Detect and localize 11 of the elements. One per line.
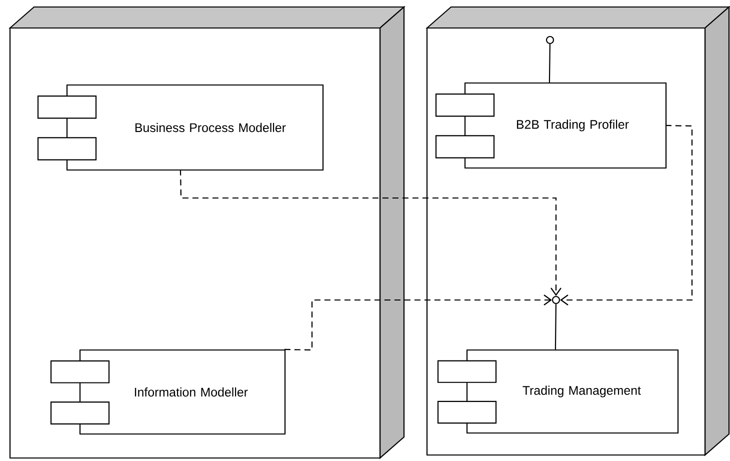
connector-line: [554, 304, 556, 350]
component-box: Information Modeller: [50, 349, 286, 435]
connector-line: [548, 44, 550, 82]
dependency-arrow: [284, 294, 552, 351]
component-box: Business Process Modeller: [37, 84, 324, 171]
component-box: B2B Trading Profiler: [435, 82, 667, 169]
interface-circle: [552, 296, 560, 304]
dependency-arrow: [180, 169, 562, 296]
interface-circle: [546, 36, 554, 44]
component-box: Trading Management: [437, 349, 679, 434]
dependency-arrow: [560, 124, 693, 306]
